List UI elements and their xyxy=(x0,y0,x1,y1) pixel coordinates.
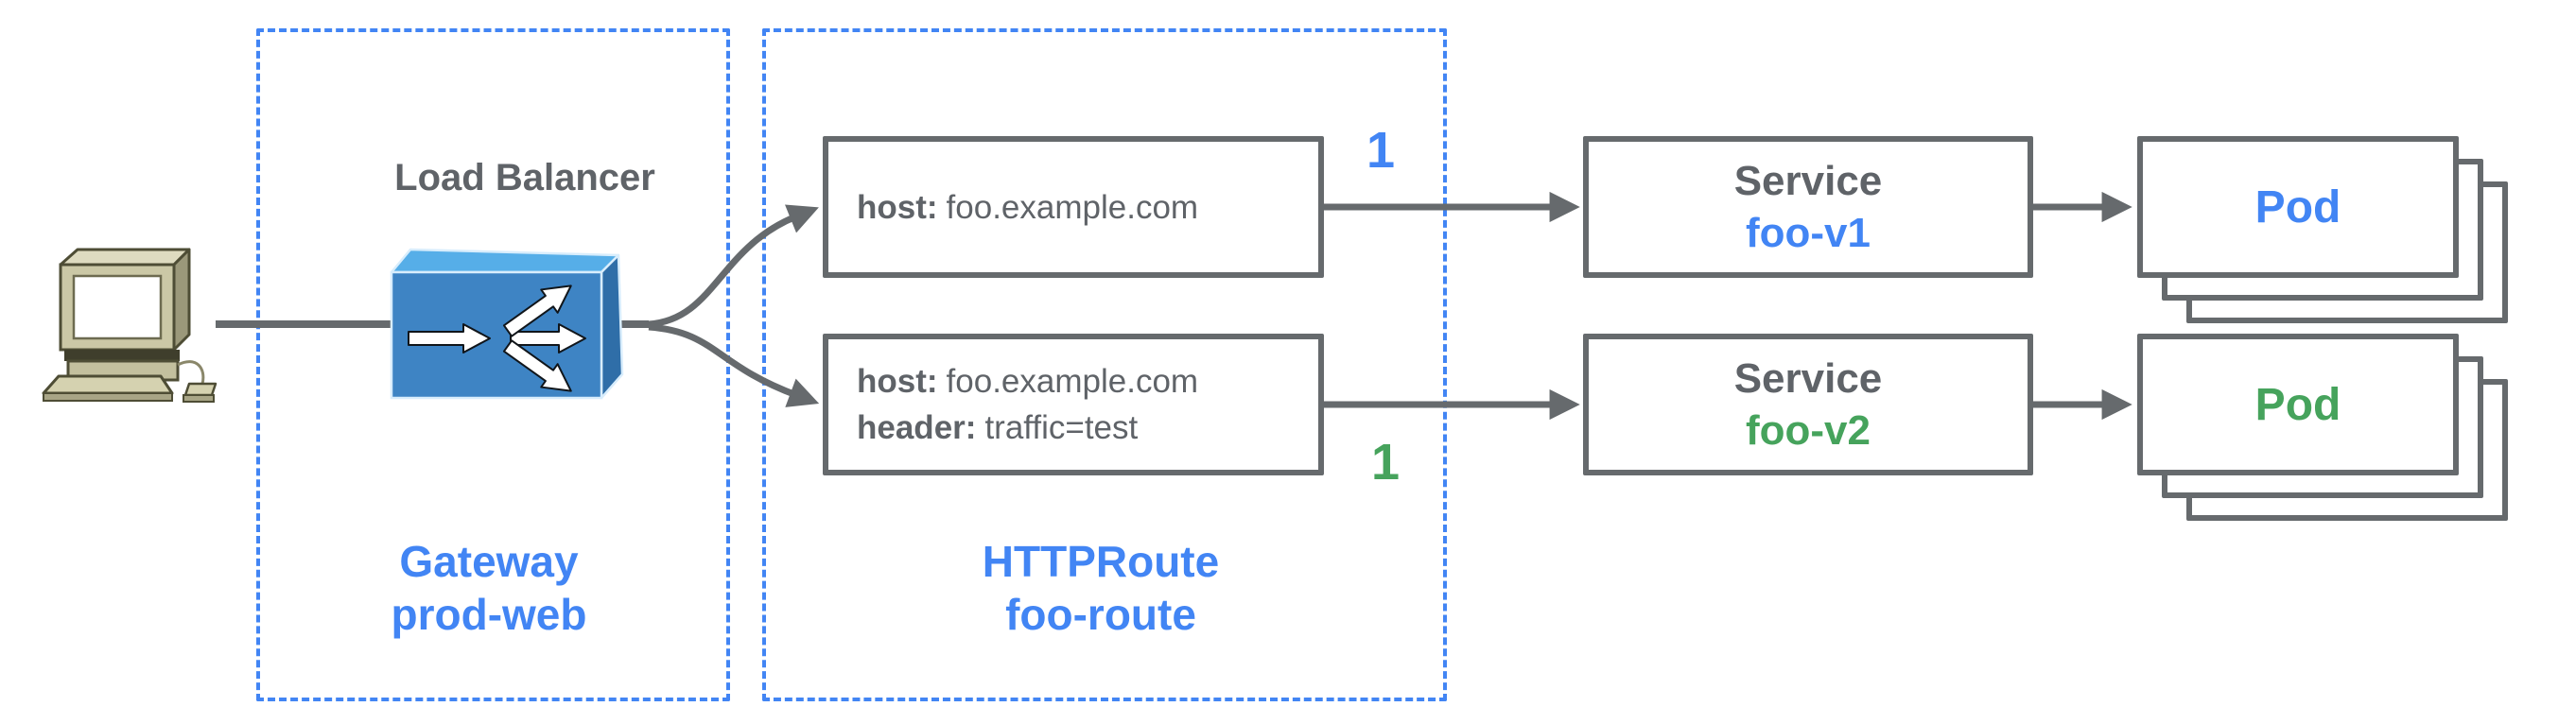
service-2-name: foo-v2 xyxy=(1746,407,1871,454)
httproute-boundary xyxy=(762,28,1447,701)
load-balancer-title: Load Balancer xyxy=(394,157,655,198)
service-1-kind: Service xyxy=(1733,158,1883,204)
httproute-resource-type: HTTPRoute xyxy=(982,537,1220,586)
service-foo-v2-box: Service foo-v2 xyxy=(1583,334,2033,475)
service-foo-v1-box: Service foo-v1 xyxy=(1583,136,2033,278)
rule-2-weight: 1 xyxy=(1370,434,1401,491)
pod-1-label: Pod xyxy=(2254,181,2341,233)
rule-1-weight: 1 xyxy=(1366,122,1396,179)
pod-card-front: Pod xyxy=(2137,136,2459,278)
httproute-label: HTTPRoute foo-route xyxy=(762,535,1439,641)
service-1-name: foo-v1 xyxy=(1746,210,1871,256)
gateway-resource-type: Gateway xyxy=(399,537,579,586)
service-2-kind: Service xyxy=(1733,355,1883,402)
rule-2-header-line: header:traffic=test xyxy=(857,409,1139,446)
pod-card-front: Pod xyxy=(2137,334,2459,475)
edge-loadbalancer-to-rule2 xyxy=(648,323,820,407)
rule-1-host-line: host:foo.example.com xyxy=(857,188,1199,226)
httproute-resource-name: foo-route xyxy=(1005,590,1196,639)
httproute-rule-2-box: host:foo.example.com header:traffic=test xyxy=(823,334,1324,475)
load-balancer-icon xyxy=(390,248,624,405)
gateway-resource-name: prod-web xyxy=(391,590,587,639)
gateway-boundary xyxy=(256,28,730,701)
httproute-rule-1-box: host:foo.example.com xyxy=(823,136,1324,278)
gateway-label: Gateway prod-web xyxy=(252,535,725,641)
rule-2-host-line: host:foo.example.com xyxy=(857,363,1199,400)
edge-loadbalancer-to-rule1 xyxy=(648,204,819,328)
pod-2-label: Pod xyxy=(2254,379,2341,430)
desktop-computer-icon xyxy=(40,244,219,411)
